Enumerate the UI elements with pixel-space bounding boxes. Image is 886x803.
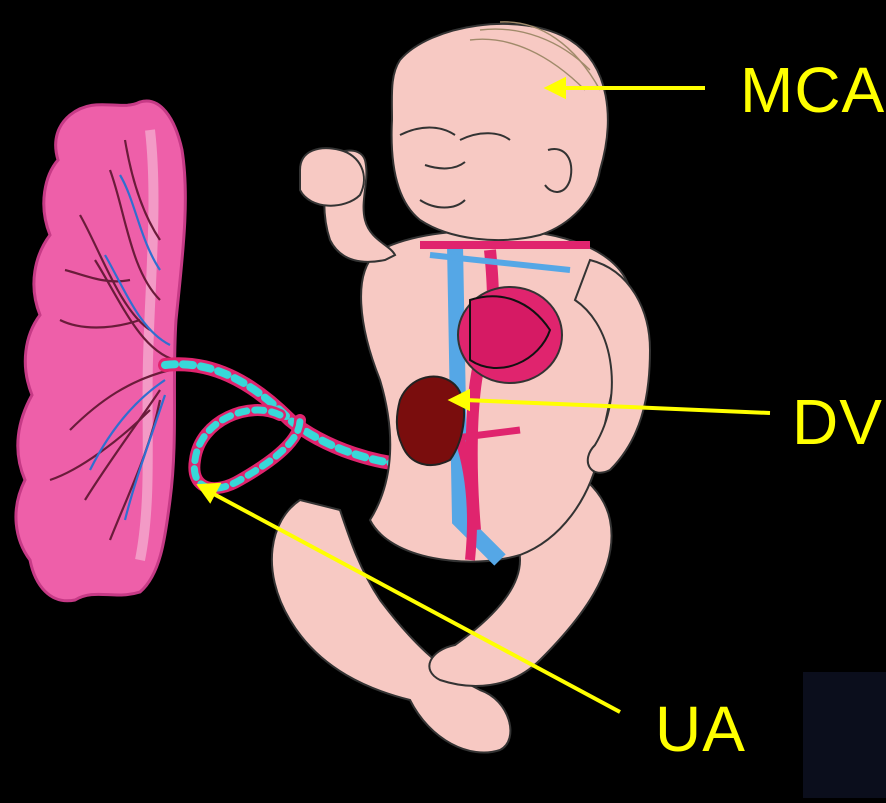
ua-arrowhead (200, 485, 218, 500)
ear (545, 149, 571, 192)
label-ua: UA (655, 697, 746, 761)
fist (300, 148, 364, 205)
liver (397, 377, 464, 465)
corner-dark-panel (803, 672, 886, 798)
label-mca: MCA (740, 58, 885, 122)
label-dv: DV (792, 390, 883, 454)
placenta (16, 101, 185, 601)
